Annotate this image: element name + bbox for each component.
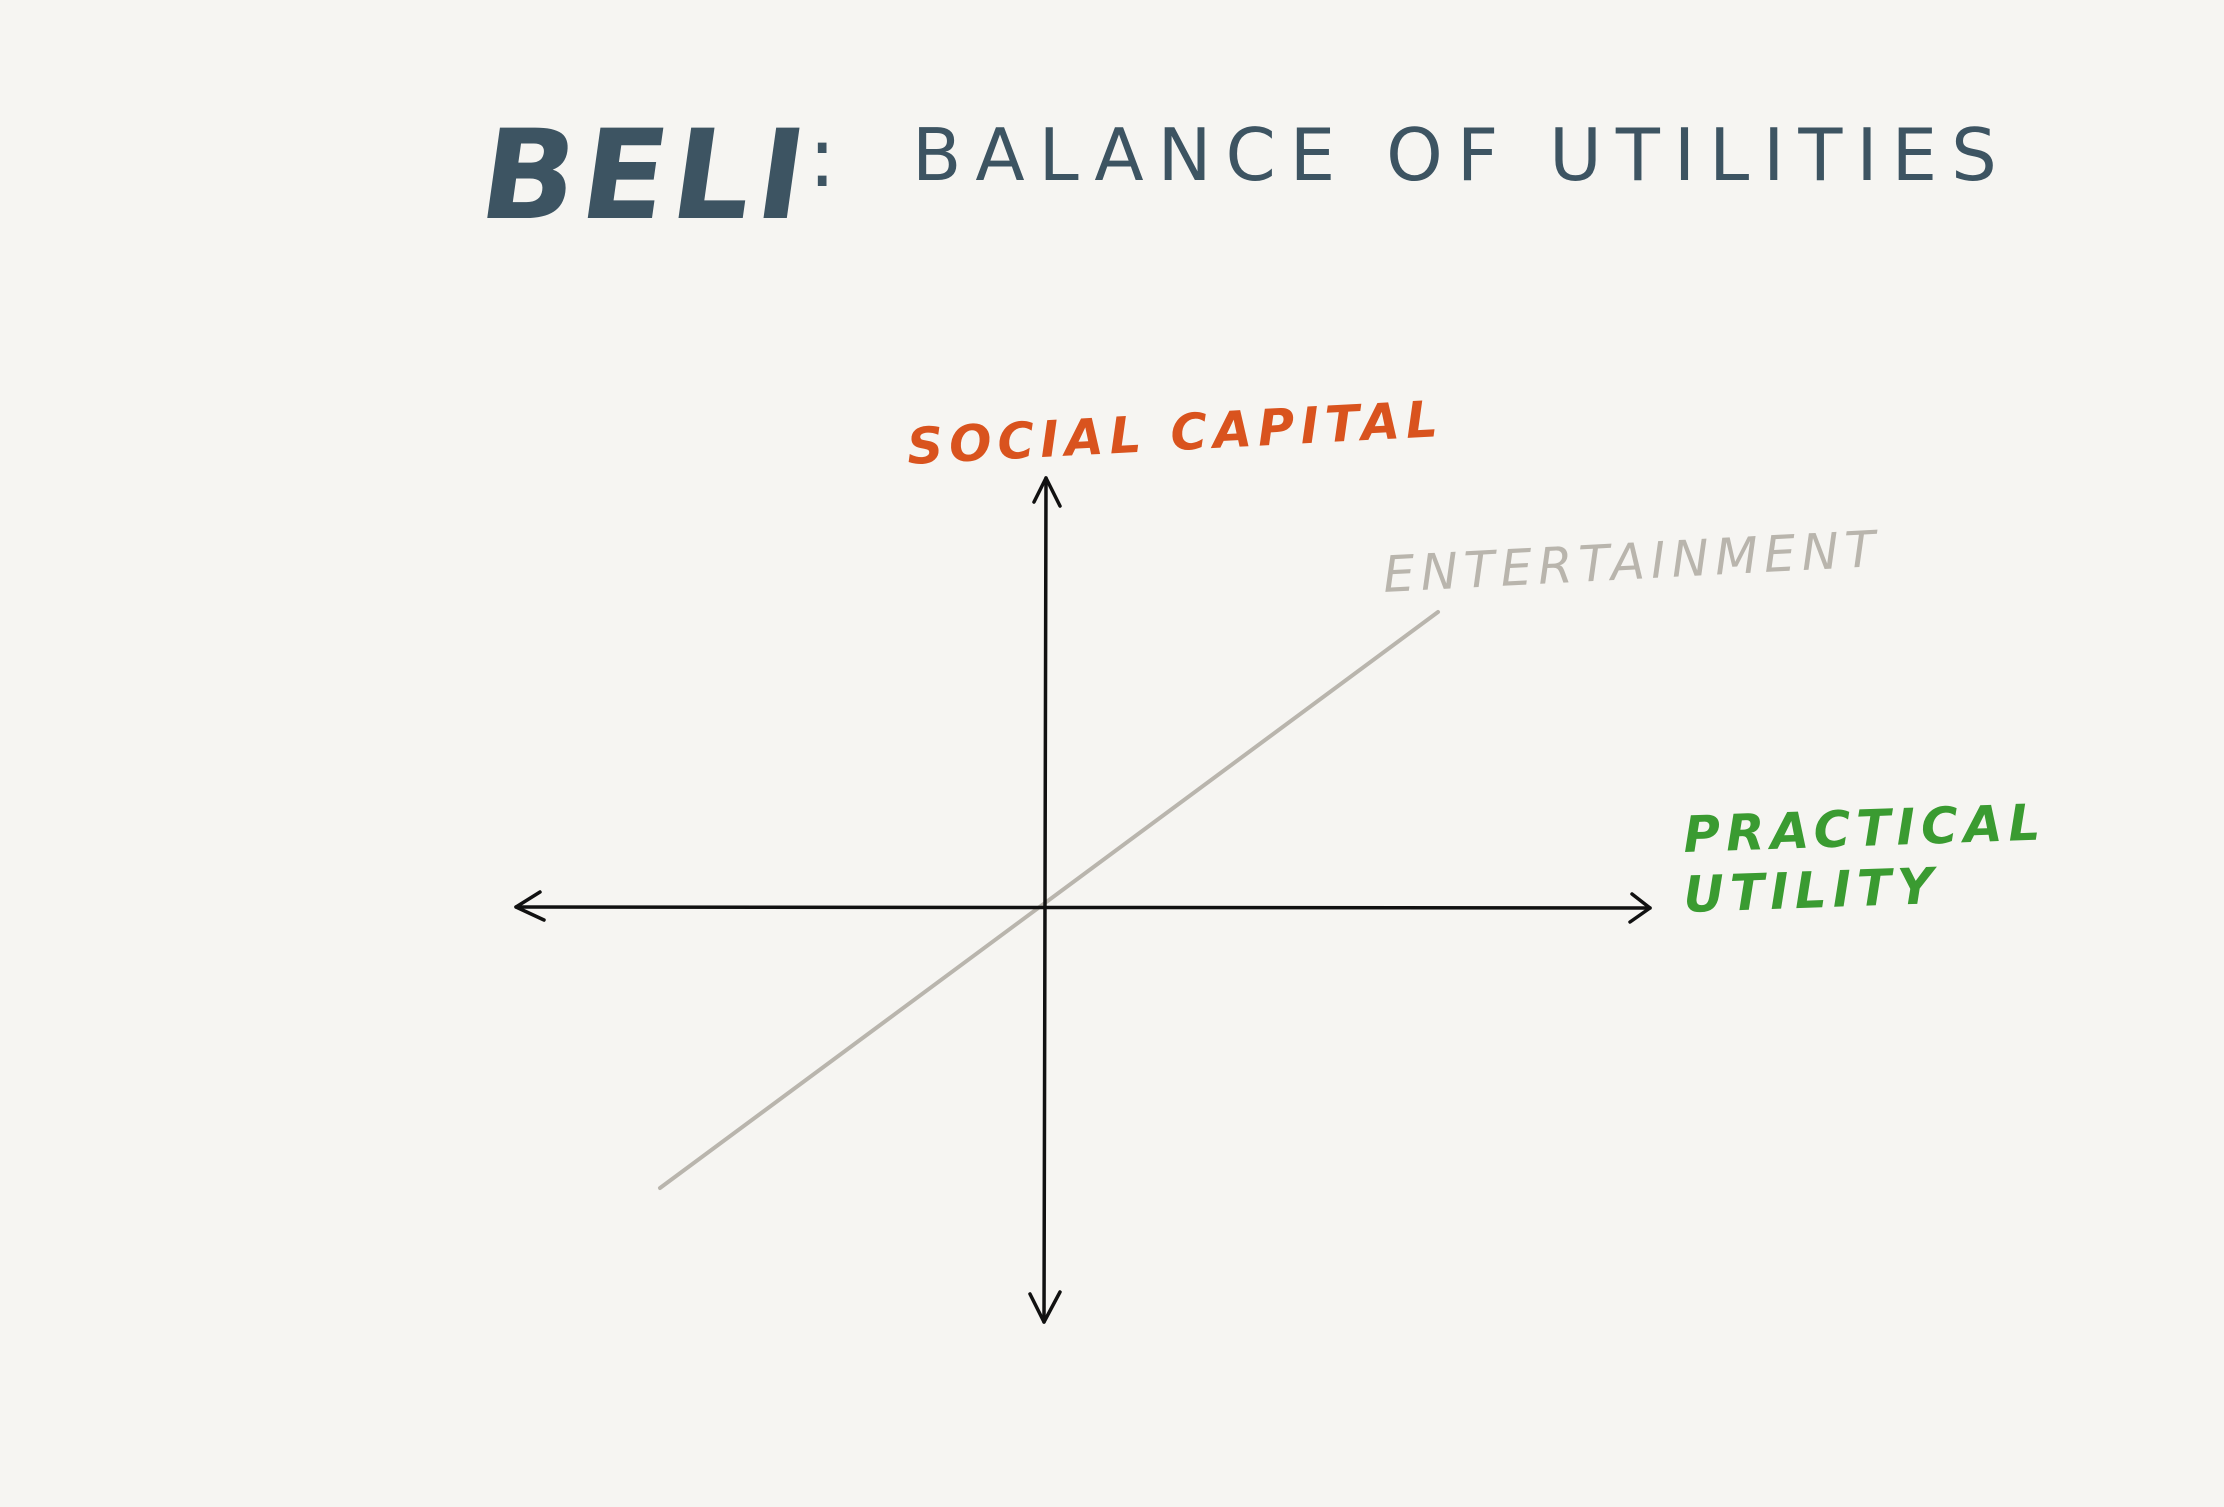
horizontal-axis: [514, 890, 1652, 924]
title-subtitle: BALANCE OF UTILITIES: [912, 113, 2011, 197]
title-separator: :: [808, 108, 836, 206]
left-arrow-icon: [514, 890, 546, 922]
social-capital-label: SOCIAL CAPITAL: [906, 390, 1446, 476]
right-arrow-icon: [1628, 892, 1652, 924]
up-arrow-icon: [1032, 476, 1062, 508]
title-main: BELI: [472, 104, 821, 248]
vertical-axis-line: [1042, 476, 1048, 1324]
utility-label: UTILITY: [1682, 857, 1940, 924]
vertical-axis: [1028, 476, 1062, 1324]
practical-label: PRACTICAL: [1682, 793, 2047, 864]
horizontal-axis-line: [514, 905, 1652, 910]
entertainment-label: ENTERTAINMENT: [1382, 520, 1883, 604]
down-arrow-icon: [1028, 1290, 1062, 1324]
entertainment-line: [658, 610, 1440, 1190]
